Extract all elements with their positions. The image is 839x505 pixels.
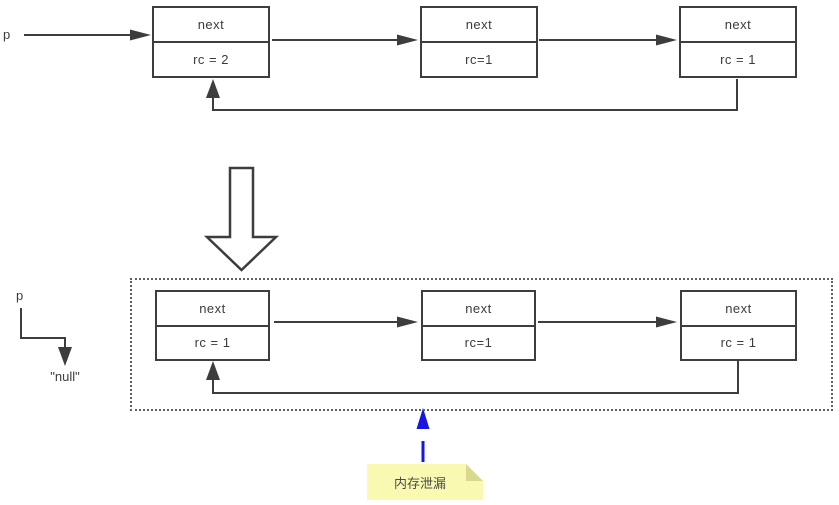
top-node-3: next rc = 1 [679, 6, 797, 78]
top-pointer-label: p [3, 27, 11, 42]
top-node-1-rc-label: rc = 2 [193, 52, 229, 67]
top-pointer-arrow [24, 29, 151, 41]
bottom-arrow-node1-node2 [274, 316, 418, 328]
bottom-node-2-next-label: next [423, 292, 534, 327]
memory-leak-note: 内存泄漏 [367, 464, 483, 500]
top-node-3-rc-label: rc = 1 [720, 52, 756, 67]
bottom-node-1-rc-label: rc = 1 [194, 335, 231, 351]
top-node-2-rc-label: rc=1 [465, 52, 493, 67]
bottom-node-2: next rc=1 [421, 290, 536, 361]
top-node-1: next rc = 2 [152, 6, 270, 78]
bottom-node-2-rc-label: rc=1 [464, 335, 493, 351]
memory-leak-note-label: 内存泄漏 [393, 475, 446, 491]
bottom-back-edge [206, 360, 739, 394]
top-node-1-next-label: next [154, 8, 268, 43]
top-arrow-node1-node2 [272, 34, 418, 46]
transition-down-arrow [203, 166, 280, 272]
top-node-2: next rc=1 [420, 6, 538, 78]
bottom-node-1-next-label: next [157, 292, 268, 327]
top-node-3-next-label: next [681, 8, 795, 43]
top-arrow-node2-node3 [539, 34, 677, 46]
bottom-node-3-next-label: next [682, 292, 795, 327]
bottom-node-1: next rc = 1 [155, 290, 270, 361]
bottom-arrow-node2-node3 [538, 316, 677, 328]
note-fold-icon [466, 464, 483, 481]
memory-leak-pointer-arrow [416, 408, 430, 462]
leaked-memory-region [130, 278, 833, 411]
bottom-node-3-rc-label: rc = 1 [720, 335, 757, 351]
bottom-pointer-null-arrow [20, 308, 72, 366]
bottom-pointer-label: p [16, 288, 24, 303]
top-back-edge [206, 79, 738, 111]
null-label: "null" [50, 369, 80, 384]
bottom-node-3: next rc = 1 [680, 290, 797, 361]
top-node-2-next-label: next [422, 8, 536, 43]
